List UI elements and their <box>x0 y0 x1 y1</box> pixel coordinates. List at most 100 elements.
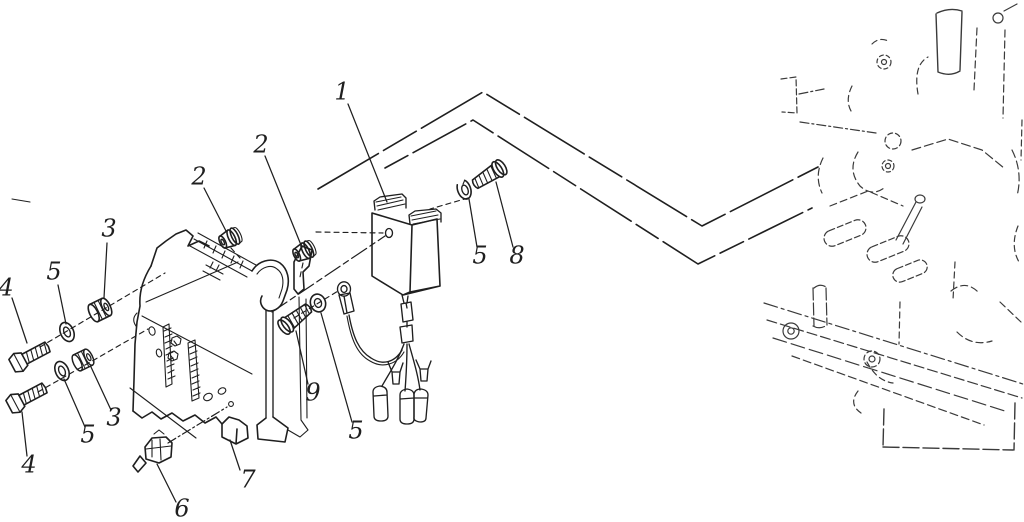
engine-block-sketch-stroke <box>898 261 956 345</box>
lock-washer-5d-stroke <box>456 179 472 200</box>
bolt-4b <box>5 382 48 414</box>
bracket-slot-2 <box>187 339 201 402</box>
inline-connector <box>399 321 414 344</box>
wire <box>408 343 421 391</box>
bracket-flange-vertical <box>265 309 274 419</box>
callout-label-4-6: 4 <box>20 451 36 479</box>
washer-5b-stroke <box>54 360 70 382</box>
bracket-hole <box>228 401 234 407</box>
cable-clamp-6-stroke <box>145 438 172 461</box>
callout-leader-2-1 <box>264 155 302 246</box>
callout-label-3-3: 3 <box>101 215 116 243</box>
grommet-3a <box>87 297 113 323</box>
engine-block-sketch-stroke <box>882 402 1016 451</box>
stray-dash <box>11 198 31 203</box>
axis-grommet-2a <box>230 247 241 259</box>
engine-block-sketch-stroke <box>884 132 902 150</box>
bullet-connector <box>399 388 415 425</box>
bracket-foot-left <box>256 416 289 443</box>
bolt-4a-stroke <box>25 341 48 364</box>
bracket-fold-line <box>141 315 253 375</box>
callout-label-2-1: 2 <box>252 131 268 159</box>
callout-label-2-2: 2 <box>190 163 206 191</box>
engine-block-sketch-stroke <box>798 88 877 134</box>
bracket-edge-line <box>129 387 197 439</box>
callout-leader-3-8 <box>90 366 112 411</box>
bracket-fold-line-2 <box>145 261 239 303</box>
washer-5c-stroke <box>313 297 323 309</box>
washer-5c <box>309 293 327 313</box>
bracket-right-edge <box>287 296 309 438</box>
callout-leader-5-7 <box>63 378 86 428</box>
inline-connector <box>400 301 414 323</box>
callout-leader-2-2 <box>203 187 227 232</box>
engine-block-sketch-stroke <box>892 259 928 283</box>
screw-9-stroke <box>284 303 313 330</box>
grommet-2a-stroke <box>220 238 226 246</box>
bolt-4b-stroke <box>22 382 45 405</box>
grommet-3a-stroke <box>103 302 110 312</box>
bracket-channel <box>251 259 290 312</box>
callout-leader-4-6 <box>21 411 28 457</box>
screw-9 <box>277 303 313 336</box>
bracket-ear <box>150 229 210 267</box>
grommet-2a-stroke <box>230 227 243 245</box>
grommet-2a-stroke <box>218 235 228 249</box>
callout-leader-5-12 <box>320 312 353 423</box>
engine-block-sketch-stroke <box>772 337 1006 412</box>
spade-terminal <box>387 361 404 385</box>
axis-bracket-to-cdi <box>271 235 386 313</box>
callout-label-5-13: 5 <box>472 242 487 270</box>
screw-8 <box>471 159 508 190</box>
callout-label-5-12: 5 <box>348 417 363 445</box>
callout-label-9-11: 9 <box>305 379 320 407</box>
cable-clamp-6-stroke <box>132 455 147 473</box>
callout-label-7-10: 7 <box>240 466 256 494</box>
bracket-left-edge <box>132 265 152 412</box>
callout-label-8-14: 8 <box>509 242 524 270</box>
bracket-channel-inner <box>256 265 284 299</box>
cdi-tab-left-ribs <box>375 196 406 211</box>
engine-block-sketch-stroke <box>881 159 895 173</box>
cable-clamp-6-stroke <box>153 429 165 435</box>
bracket-stud-2 <box>167 350 179 362</box>
screw-8-stroke <box>471 164 500 190</box>
grommet-3b-stroke <box>72 348 94 372</box>
screw-9-stroke <box>280 316 295 333</box>
callout-label-5-7: 5 <box>80 421 95 449</box>
washer-5a-stroke <box>62 326 72 338</box>
callout-leader-6-9 <box>156 463 177 503</box>
pointer-line-upper <box>317 91 819 227</box>
grommet-2b-stroke <box>294 251 300 259</box>
engine-block-sketch-stroke <box>973 27 1006 119</box>
cdi-unit <box>371 193 442 296</box>
fasteners <box>5 159 508 473</box>
callout-leader-3-3 <box>103 242 108 299</box>
callout-label-3-8: 3 <box>106 404 121 432</box>
grommet-2a <box>218 227 243 249</box>
bracket-tab-hatch <box>202 261 224 281</box>
bracket-stud <box>170 335 182 347</box>
grommet-3a-stroke <box>93 299 107 320</box>
engine-block-sketch-stroke <box>950 284 1022 344</box>
bracket-arm-hatch <box>203 240 244 269</box>
callout-leader-5-13 <box>468 198 478 248</box>
callout-label-1-0: 1 <box>334 78 349 106</box>
engine-block-sketch-stroke <box>817 157 904 207</box>
screw-9-stroke <box>287 304 310 328</box>
engine-block-sketch-stroke <box>884 162 892 170</box>
grommet-3a-stroke <box>88 297 112 323</box>
engine-block-sketch-stroke <box>914 194 926 204</box>
callout-label-4-5: 4 <box>0 274 14 302</box>
cdi-box <box>371 212 441 296</box>
ground-wire-inner <box>346 315 405 366</box>
axis-screw-8 <box>429 197 469 210</box>
grommet-3b-stroke <box>85 353 92 362</box>
callout-leader-7-10 <box>229 439 241 471</box>
bracket-bottom-tab <box>221 416 249 445</box>
engine-block-sketch-stroke <box>791 355 985 426</box>
bolt-4a-stroke <box>13 353 24 372</box>
callout-label-6-9: 6 <box>174 495 189 522</box>
